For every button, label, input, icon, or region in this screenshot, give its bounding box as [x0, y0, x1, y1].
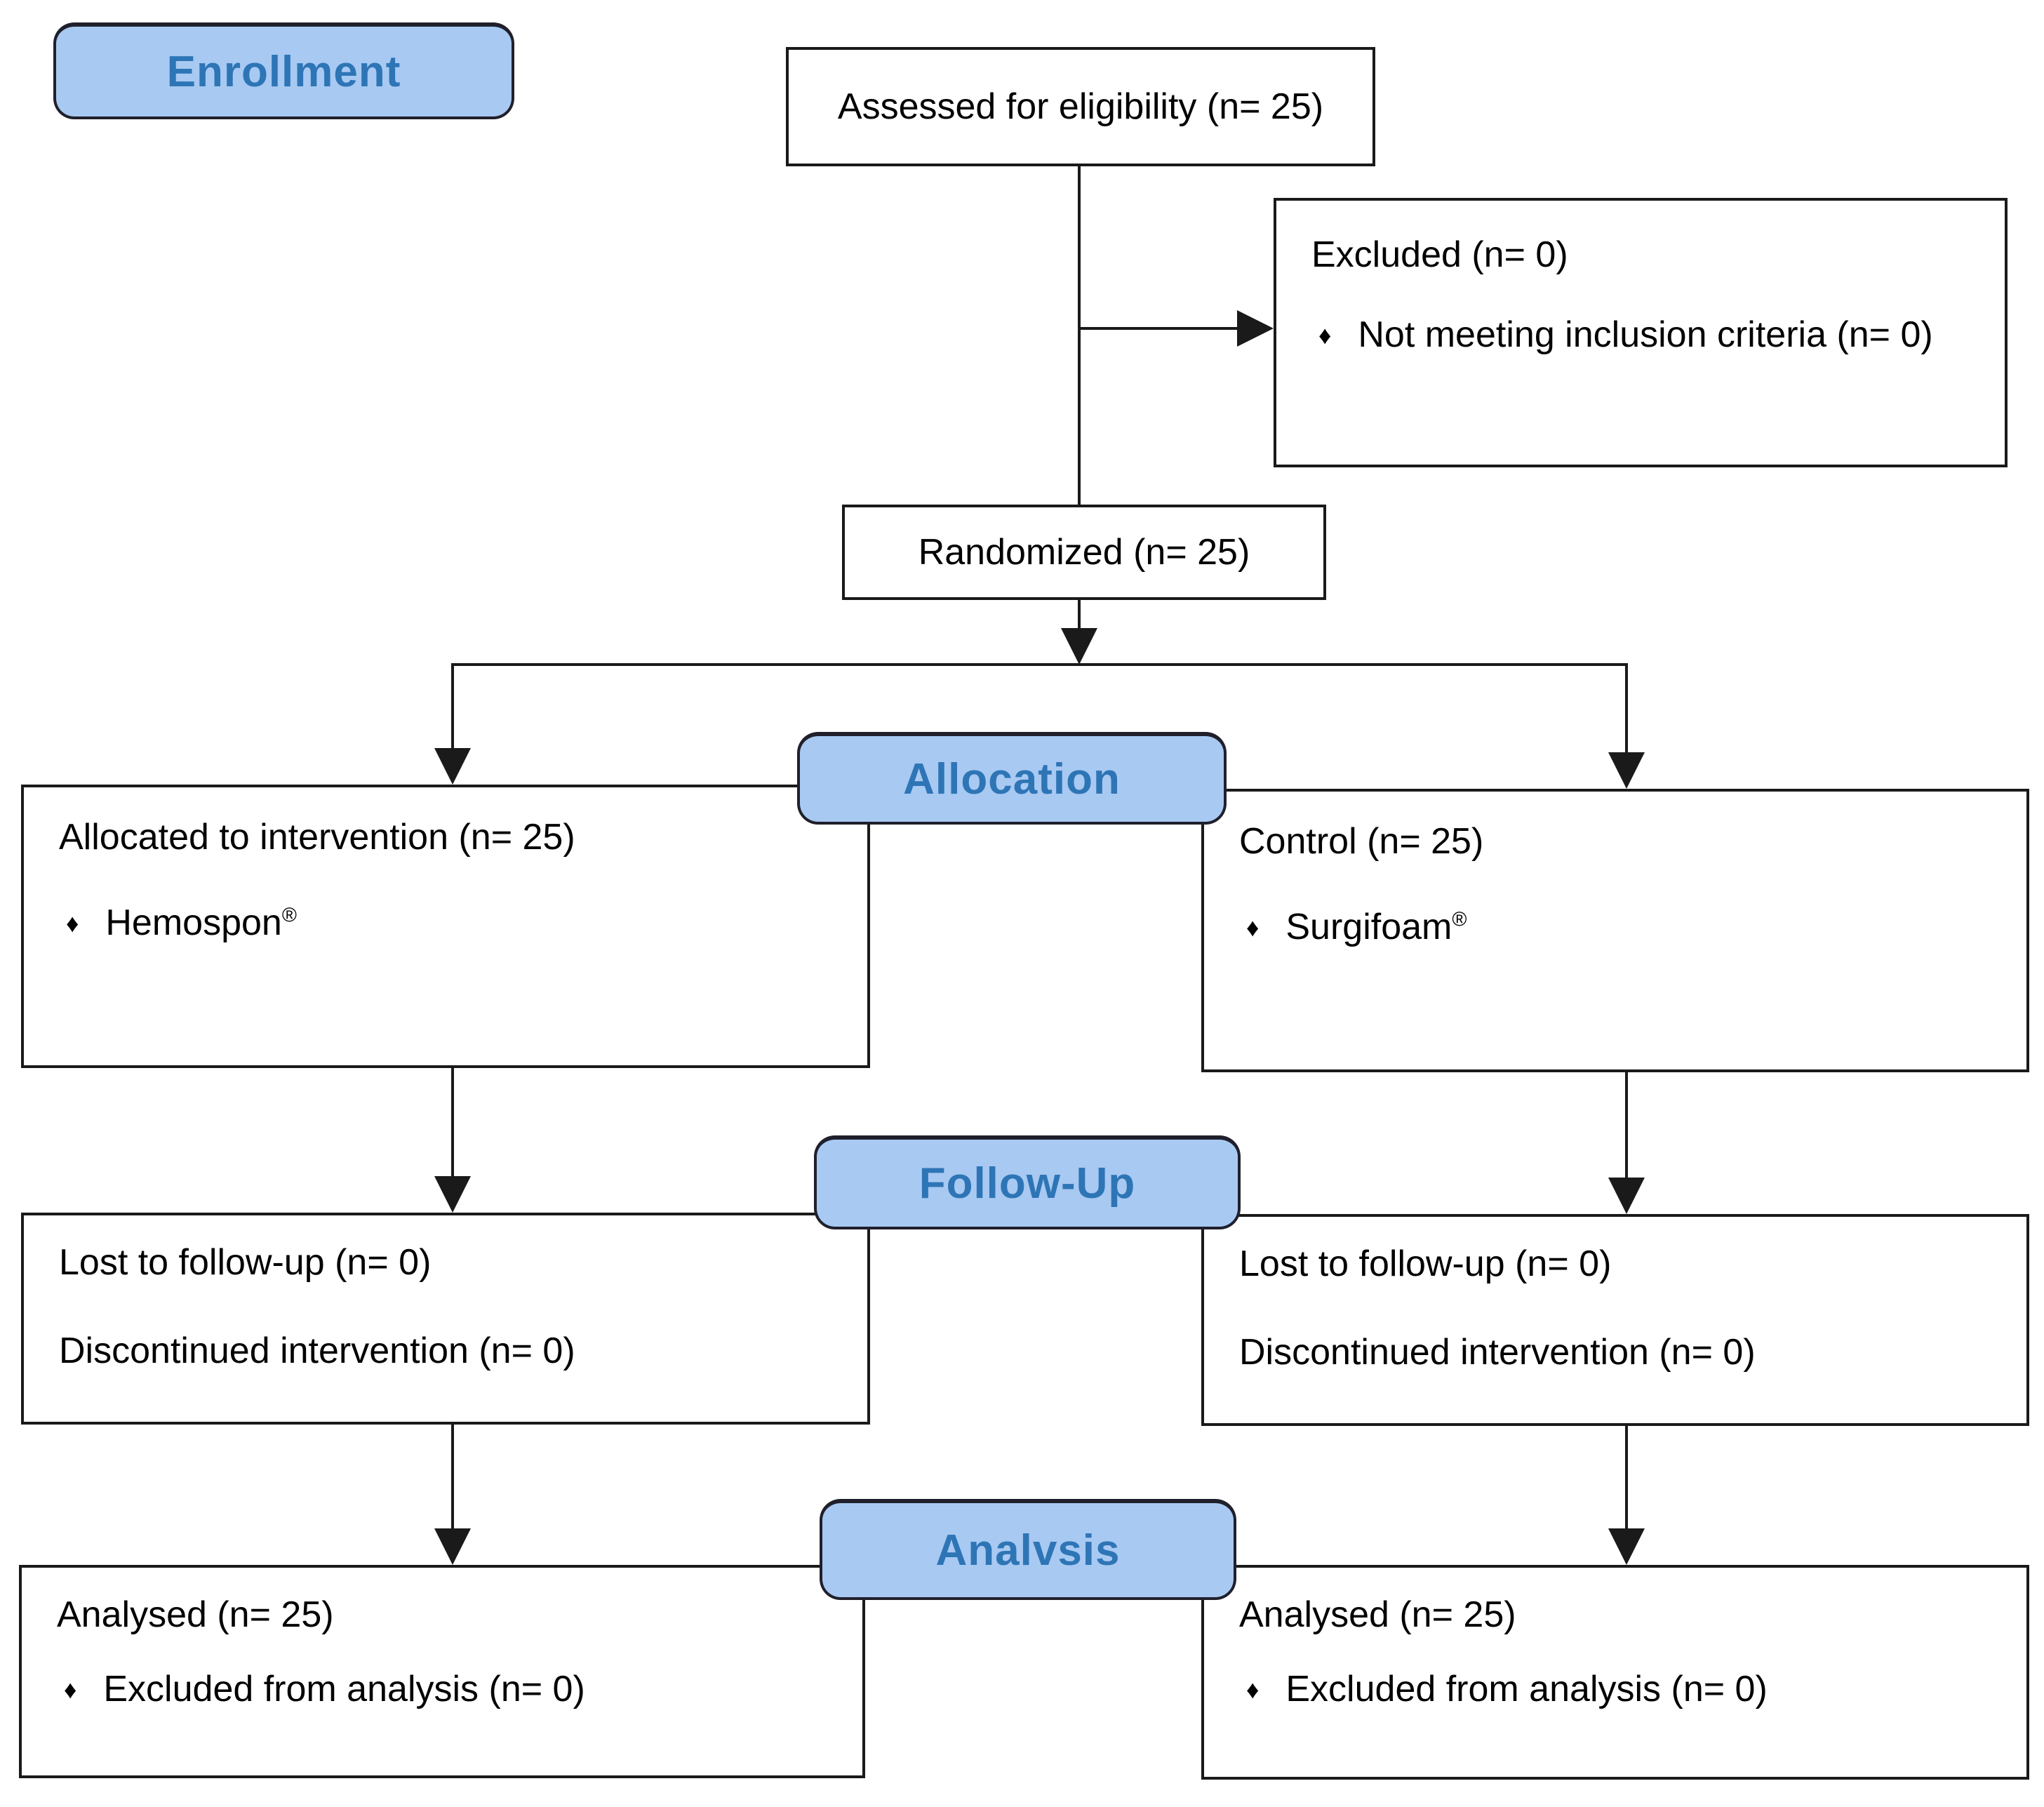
phase-label-follow-up: Follow-Up	[814, 1135, 1241, 1229]
follow-up-control-line2: Discontinued intervention (n= 0)	[1239, 1332, 1756, 1373]
phase-label-enrollment: Enrollment	[53, 22, 514, 119]
randomized-box: Randomized (n= 25)	[842, 505, 1326, 600]
intervention-product-name: Hemospon	[105, 902, 282, 943]
analysed-intervention-content: Analysed (n= 25) ♦ Excluded from analysi…	[22, 1568, 862, 1714]
diamond-bullet-icon: ♦	[1246, 1675, 1260, 1704]
control-box: Control (n= 25) ♦ Surgifoam®	[1201, 789, 2029, 1072]
connector-control-to-follow-up	[1625, 1072, 1628, 1179]
diamond-bullet-icon: ♦	[1318, 321, 1332, 349]
excluded-bullet-text: Not meeting inclusion criteria (n= 0)	[1358, 314, 1933, 355]
phase-label-allocation: Allocation	[797, 732, 1227, 825]
follow-up-control-line1: Lost to follow-up (n= 0)	[1239, 1243, 1612, 1284]
allocated-intervention-title: Allocated to intervention (n= 25)	[59, 817, 575, 858]
excluded-box-content: Excluded (n= 0) ♦ Not meeting inclusion …	[1276, 201, 2005, 360]
follow-up-intervention-line2: Discontinued intervention (n= 0)	[59, 1331, 575, 1371]
diamond-bullet-icon: ♦	[66, 909, 79, 938]
connector-split-to-control	[1625, 663, 1628, 753]
phase-label-analysis: Analvsis	[820, 1499, 1236, 1600]
arrowhead-into-analysis-control	[1608, 1528, 1645, 1565]
analysed-intervention-bullet-row: ♦ Excluded from analysis (n= 0)	[64, 1667, 827, 1714]
connector-intervention-to-follow-up	[451, 1068, 454, 1178]
registered-trademark-symbol: ®	[281, 904, 297, 927]
connector-follow-up-to-analysis-intervention	[451, 1425, 454, 1530]
excluded-title: Excluded (n= 0)	[1311, 234, 1568, 275]
phase-label-allocation-text: Allocation	[903, 754, 1121, 804]
analysed-control-bullet-text: Excluded from analysis (n= 0)	[1285, 1669, 1768, 1709]
excluded-bullet-row: ♦ Not meeting inclusion criteria (n= 0)	[1318, 313, 1970, 360]
randomized-text: Randomized (n= 25)	[918, 532, 1250, 573]
control-bullet-text: Surgifoam®	[1285, 905, 1467, 949]
diamond-bullet-icon: ♦	[1246, 913, 1260, 942]
allocated-intervention-content: Allocated to intervention (n= 25) ♦ Hemo…	[24, 787, 867, 948]
phase-label-follow-up-text: Follow-Up	[919, 1159, 1136, 1208]
phase-label-enrollment-text: Enrollment	[166, 47, 401, 96]
control-content: Control (n= 25) ♦ Surgifoam®	[1204, 792, 2026, 952]
arrowhead-into-analysis-intervention	[434, 1528, 471, 1565]
phase-label-analysis-text: Analvsis	[935, 1526, 1121, 1575]
arrowhead-onto-split-line	[1061, 628, 1097, 665]
follow-up-intervention-box: Lost to follow-up (n= 0) Discontinued in…	[21, 1213, 870, 1425]
assessed-for-eligibility-text: Assessed for eligibility (n= 25)	[837, 86, 1324, 127]
arrowhead-into-follow-up-intervention	[434, 1176, 471, 1213]
allocated-intervention-box: Allocated to intervention (n= 25) ♦ Hemo…	[21, 785, 870, 1068]
follow-up-intervention-line1: Lost to follow-up (n= 0)	[59, 1242, 432, 1283]
arrowhead-into-control-box	[1608, 752, 1645, 789]
diamond-bullet-icon: ♦	[64, 1675, 77, 1704]
allocated-intervention-bullet-row: ♦ Hemospon®	[66, 901, 832, 948]
allocated-intervention-bullet-text: Hemospon®	[105, 901, 297, 945]
follow-up-control-content: Lost to follow-up (n= 0) Discontinued in…	[1204, 1217, 2026, 1374]
analysed-control-title: Analysed (n= 25)	[1239, 1594, 1516, 1635]
control-title: Control (n= 25)	[1239, 821, 1484, 862]
analysed-intervention-box: Analysed (n= 25) ♦ Excluded from analysi…	[19, 1565, 865, 1778]
analysed-control-content: Analysed (n= 25) ♦ Excluded from analysi…	[1204, 1568, 2026, 1714]
connector-split-to-intervention	[451, 663, 454, 749]
control-bullet-row: ♦ Surgifoam®	[1246, 905, 1991, 952]
connector-to-excluded	[1079, 327, 1239, 330]
control-product-name: Surgifoam	[1285, 907, 1452, 947]
registered-trademark-symbol: ®	[1452, 908, 1467, 931]
assessed-for-eligibility-box: Assessed for eligibility (n= 25)	[786, 47, 1375, 166]
excluded-box: Excluded (n= 0) ♦ Not meeting inclusion …	[1274, 198, 2008, 467]
connector-assessed-to-randomized	[1078, 166, 1081, 505]
analysed-control-box: Analysed (n= 25) ♦ Excluded from analysi…	[1201, 1565, 2029, 1780]
connector-follow-up-to-analysis-control	[1625, 1426, 1628, 1530]
follow-up-control-box: Lost to follow-up (n= 0) Discontinued in…	[1201, 1214, 2029, 1426]
arrowhead-into-intervention-box	[434, 748, 471, 785]
analysed-intervention-bullet-text: Excluded from analysis (n= 0)	[103, 1669, 585, 1709]
connector-randomized-to-split	[1078, 599, 1081, 634]
analysed-control-bullet-row: ♦ Excluded from analysis (n= 0)	[1246, 1667, 1991, 1714]
follow-up-intervention-content: Lost to follow-up (n= 0) Discontinued in…	[24, 1215, 867, 1373]
analysed-intervention-title: Analysed (n= 25)	[57, 1594, 334, 1635]
split-line	[451, 663, 1628, 666]
arrowhead-into-follow-up-control	[1608, 1178, 1645, 1214]
arrowhead-into-excluded	[1237, 310, 1274, 347]
